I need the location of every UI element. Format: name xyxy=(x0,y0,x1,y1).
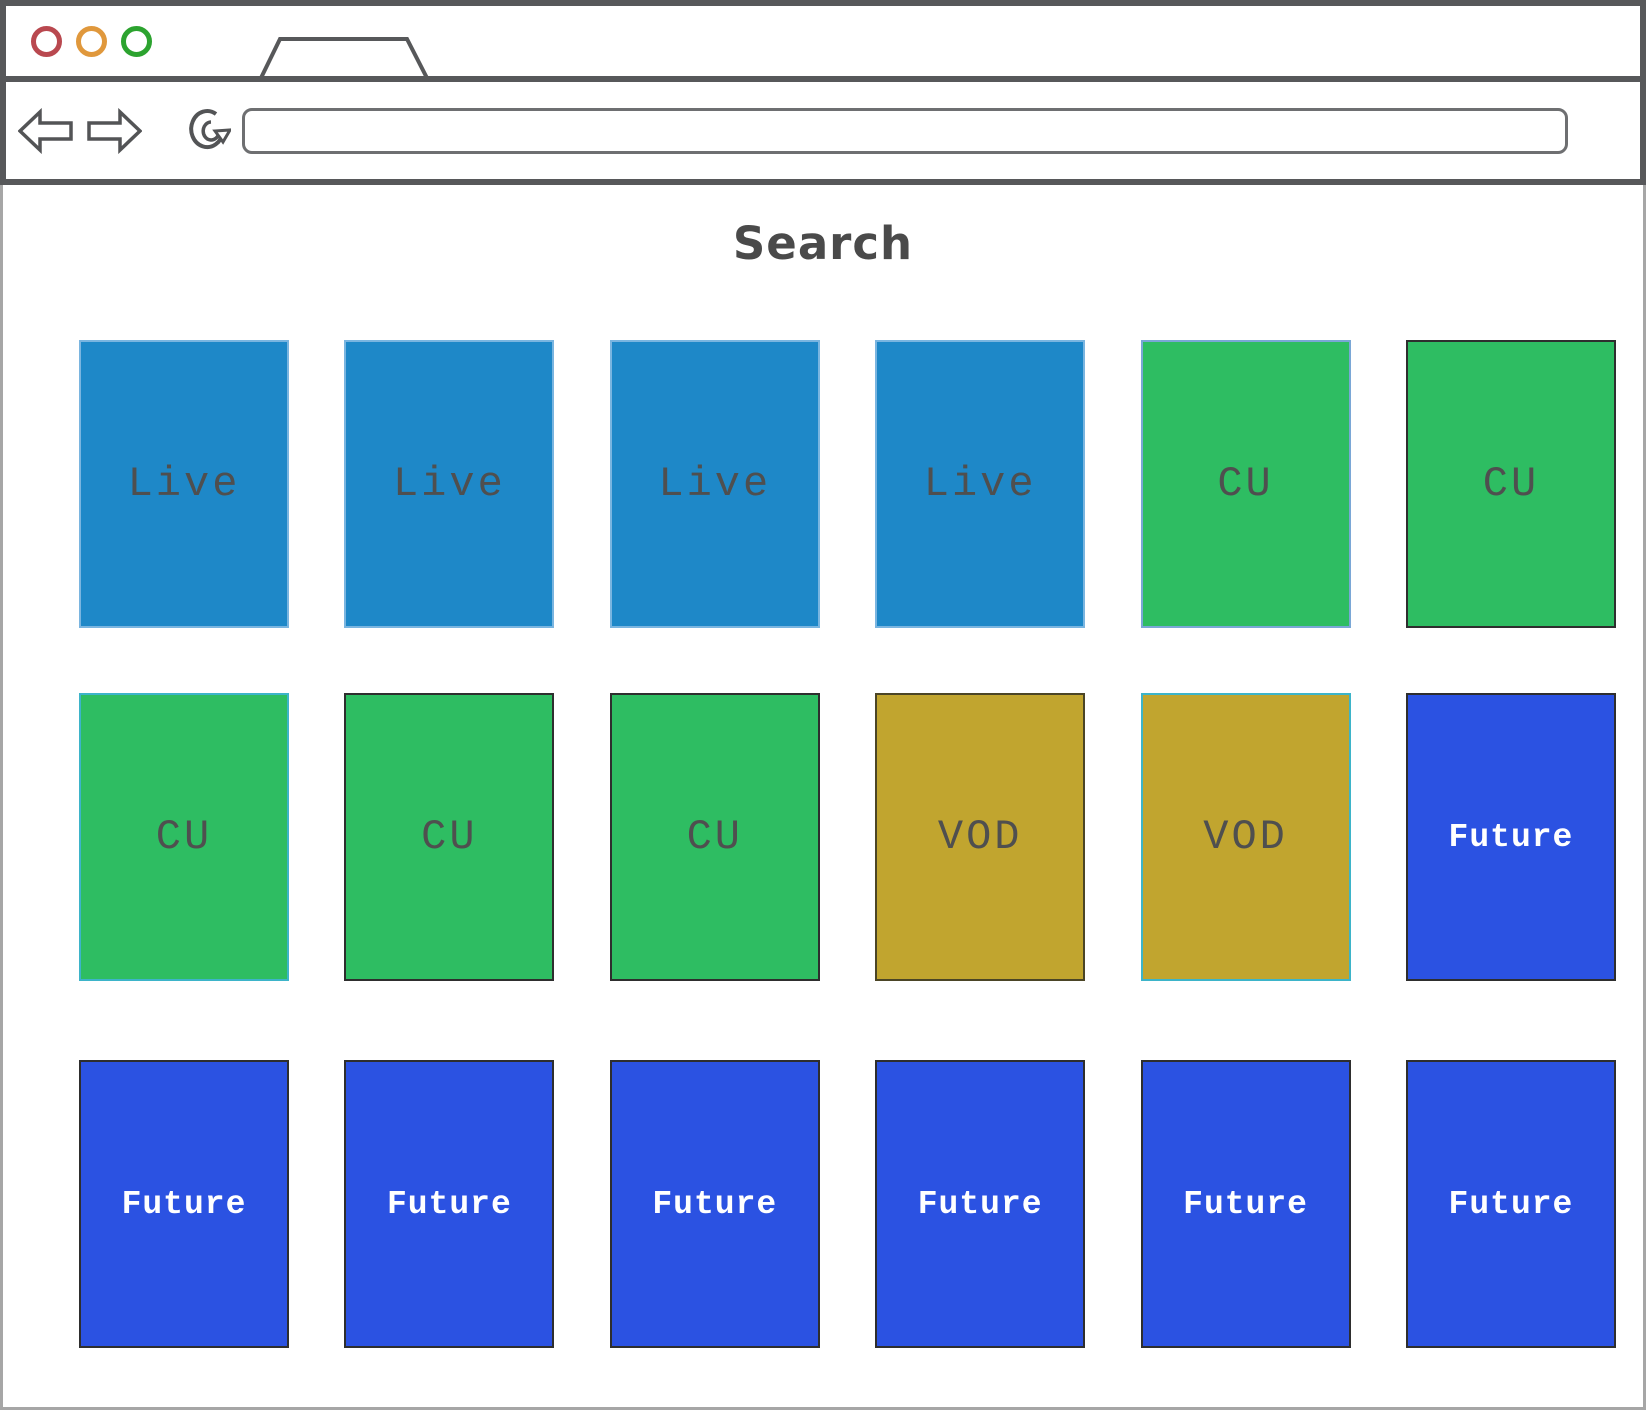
card-future[interactable]: Future xyxy=(344,1060,555,1348)
browser-titlebar xyxy=(6,6,1640,82)
card-cu[interactable]: CU xyxy=(344,693,555,981)
page-title: Search xyxy=(732,217,914,270)
url-input[interactable] xyxy=(242,107,1568,154)
card-future[interactable]: Future xyxy=(1405,1060,1616,1348)
minimize-button[interactable] xyxy=(76,25,107,57)
browser-tab[interactable] xyxy=(256,36,432,80)
card-future[interactable]: Future xyxy=(1405,693,1616,981)
close-button[interactable] xyxy=(31,25,62,57)
card-row: Future Future Future Future Future Future xyxy=(3,1060,1643,1348)
card-vod[interactable]: VOD xyxy=(1140,693,1351,981)
browser-navbar xyxy=(6,82,1640,185)
card-future[interactable]: Future xyxy=(875,1060,1086,1348)
card-cu[interactable]: CU xyxy=(1140,340,1351,628)
card-live[interactable]: Live xyxy=(875,340,1086,628)
reload-button-icon[interactable] xyxy=(185,105,231,157)
back-button-icon[interactable] xyxy=(18,107,73,154)
card-live[interactable]: Live xyxy=(79,340,289,628)
card-future[interactable]: Future xyxy=(1140,1060,1351,1348)
card-cu[interactable]: CU xyxy=(609,693,820,981)
card-cu[interactable]: CU xyxy=(1405,340,1616,628)
maximize-button[interactable] xyxy=(121,25,152,57)
card-live[interactable]: Live xyxy=(344,340,555,628)
card-live[interactable]: Live xyxy=(609,340,820,628)
card-future[interactable]: Future xyxy=(79,1060,289,1348)
card-cu[interactable]: CU xyxy=(79,693,289,981)
forward-button-icon[interactable] xyxy=(87,107,142,154)
card-vod[interactable]: VOD xyxy=(875,693,1086,981)
card-future[interactable]: Future xyxy=(609,1060,820,1348)
browser-chrome xyxy=(0,0,1646,185)
